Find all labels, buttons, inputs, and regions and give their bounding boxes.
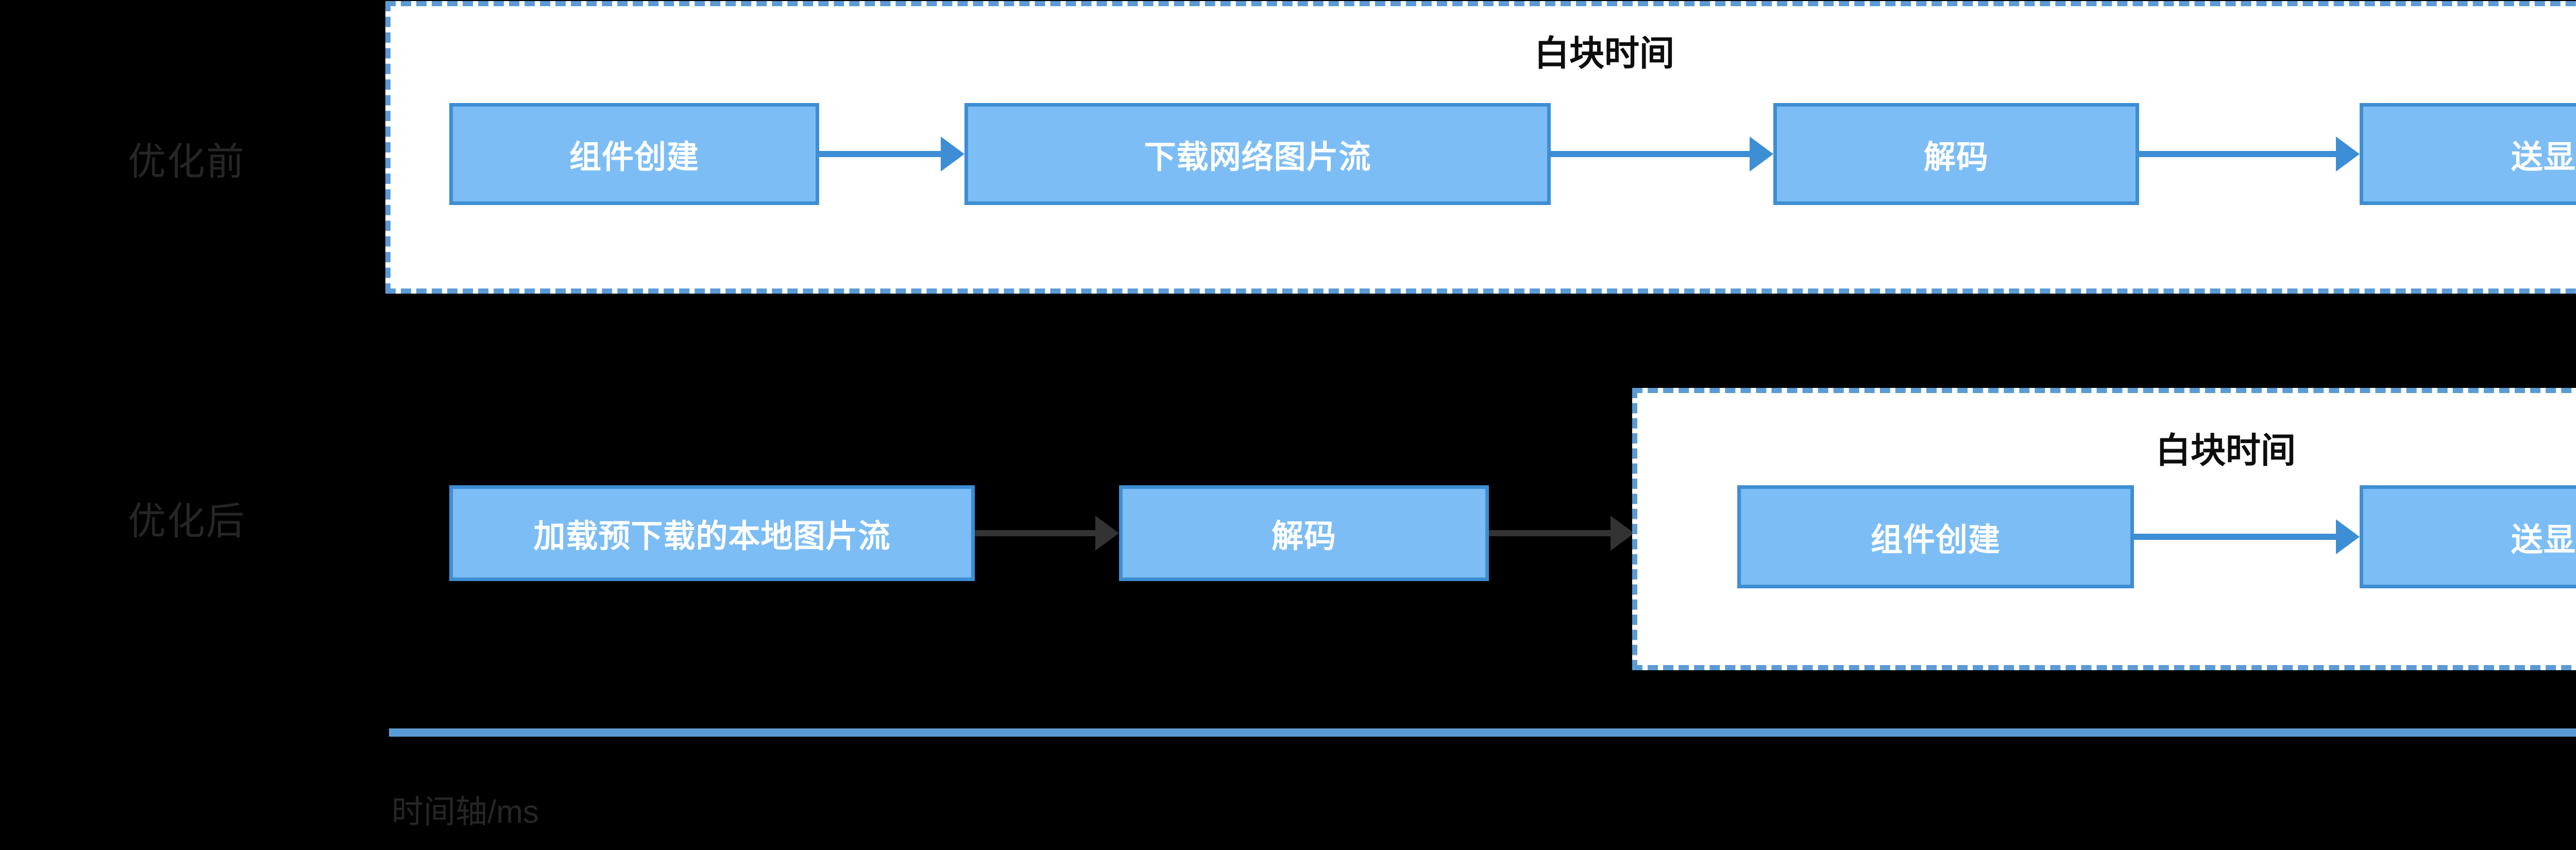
- arrow-shaft: [819, 151, 941, 157]
- stage-box-send-to-display-after[interactable]: 送显: [2360, 485, 2576, 588]
- stage-box-component-create-before[interactable]: 组件创建: [449, 103, 819, 205]
- arrow-head: [941, 137, 964, 172]
- arrow-head: [2336, 137, 2360, 172]
- arrow-shaft: [2139, 151, 2336, 157]
- stage-box-decode-before[interactable]: 解码: [1773, 103, 2139, 205]
- arrow-head: [1750, 137, 1773, 172]
- row-label-before: 优化前: [128, 140, 245, 183]
- timeline-axis-label: 时间轴/ms: [392, 794, 539, 830]
- stage-box-send-to-display-before[interactable]: 送显: [2360, 103, 2576, 205]
- panel-title-after: 白块时间: [2155, 431, 2296, 470]
- arrow-head: [2336, 519, 2360, 554]
- stage-box-download-network-image-stream[interactable]: 下载网络图片流: [964, 103, 1551, 205]
- arrow-shaft: [1551, 151, 1750, 157]
- arrow-shaft: [2134, 534, 2336, 540]
- row-label-after: 优化后: [128, 500, 245, 542]
- stage-box-decode-after[interactable]: 解码: [1119, 485, 1489, 581]
- stage-box-load-predownloaded-local-image-stream[interactable]: 加载预下载的本地图片流: [449, 485, 975, 581]
- arrow-shaft: [975, 530, 1095, 536]
- arrow-head: [1611, 516, 1634, 551]
- stage-box-component-create-after[interactable]: 组件创建: [1737, 485, 2134, 588]
- panel-title-before: 白块时间: [1534, 34, 1675, 73]
- arrow-shaft: [1489, 530, 1611, 536]
- arrow-head: [1095, 516, 1119, 551]
- timeline-shaft: [389, 728, 2576, 737]
